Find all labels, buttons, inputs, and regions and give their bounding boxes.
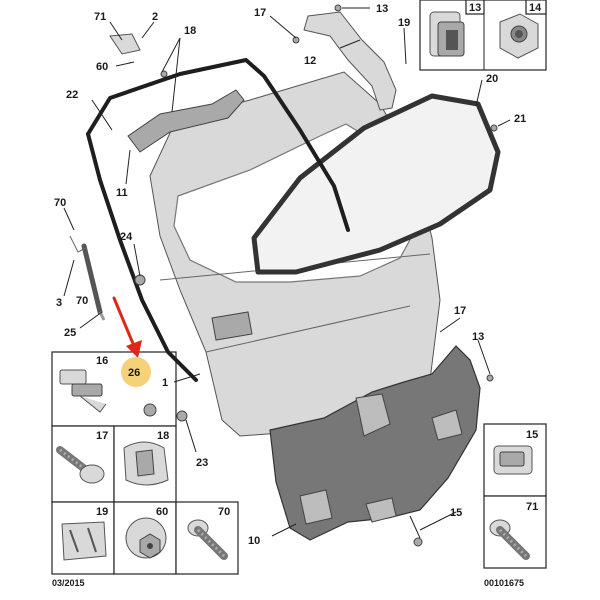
inset-label-18: 18 [157, 430, 169, 442]
trim-11 [127, 89, 245, 153]
callout-19: 19 [398, 17, 410, 29]
footer-ref-code: 00101675 [484, 578, 524, 588]
callout-13-right: 13 [472, 331, 484, 343]
hinge-12 [303, 11, 397, 111]
callout-20: 20 [486, 73, 498, 85]
callout-70-mid: 70 [76, 295, 88, 307]
inset-top-right: 13 14 [419, 0, 547, 71]
gas-strut [69, 235, 106, 321]
inset-right: 15 71 [483, 423, 547, 569]
seal-22 [86, 58, 350, 382]
inset-label-19: 19 [96, 506, 108, 518]
inset-label-17: 17 [96, 430, 108, 442]
clip-13-icon [429, 11, 465, 57]
callout-22: 22 [66, 89, 78, 101]
callout-11: 11 [116, 187, 128, 199]
inset-label-71: 71 [526, 501, 538, 513]
inset-label-16: 16 [96, 355, 108, 367]
footer-date-code: 03/2015 [52, 578, 85, 588]
clip-19-icon [61, 521, 107, 561]
leader-lines [63, 7, 511, 539]
callout-71: 71 [94, 11, 106, 23]
inset-left: 16 17 18 19 60 70 [51, 351, 239, 575]
callout-17-right: 17 [454, 305, 466, 317]
callout-13-top: 13 [376, 3, 388, 15]
screw-17-icon [56, 446, 105, 484]
callout-10: 10 [248, 535, 260, 547]
callout-21: 21 [514, 113, 526, 125]
callout-24: 24 [120, 231, 133, 243]
callout-labels: 71 2 60 18 17 13 19 12 20 21 22 11 70 24… [54, 3, 526, 547]
glass-20 [251, 93, 501, 275]
callout-25: 25 [64, 327, 76, 339]
inset-label-60: 60 [156, 506, 168, 518]
bolt-70-icon [187, 519, 228, 560]
callout-26: 26 [128, 367, 140, 379]
callout-2: 2 [152, 11, 158, 23]
screw-16-icon [59, 369, 107, 413]
nut-60-icon [125, 517, 167, 559]
callout-70-top: 70 [54, 197, 66, 209]
fasteners-main [109, 4, 498, 547]
bolt-71-icon [489, 519, 530, 560]
callout-3: 3 [56, 297, 62, 309]
callout-60: 60 [96, 61, 108, 73]
nut-14-icon [499, 13, 539, 59]
callout-26-highlight: 26 [121, 357, 151, 387]
highlight-arrow [112, 296, 142, 358]
inset-label-15: 15 [526, 429, 538, 441]
inset-label-13: 13 [469, 2, 481, 14]
inset-label-70: 70 [218, 506, 230, 518]
inset-label-14: 14 [529, 2, 542, 14]
clip-15-icon [493, 445, 533, 475]
callout-12: 12 [304, 55, 316, 67]
trim-panel-10 [269, 345, 481, 541]
callout-18: 18 [184, 25, 196, 37]
callout-15: 15 [450, 507, 462, 519]
callout-1: 1 [162, 377, 168, 389]
callout-17-top: 17 [254, 7, 266, 19]
callout-23: 23 [196, 457, 208, 469]
clip-18-icon [123, 441, 169, 486]
